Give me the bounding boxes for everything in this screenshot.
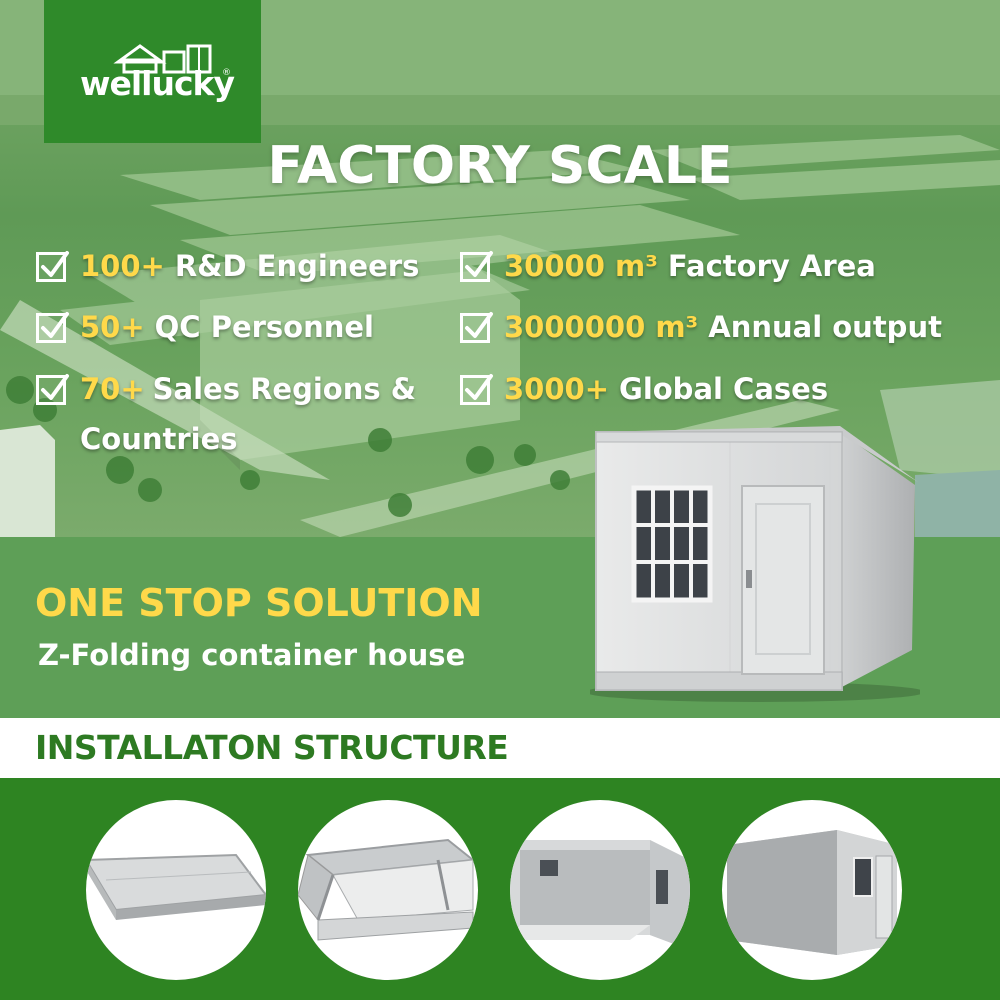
stat-label: QC Personnel	[154, 310, 374, 344]
brand-logo: wellucky ®	[44, 0, 261, 143]
install-step-unfolding-frame	[298, 800, 478, 980]
checkbox-checked-icon	[460, 251, 493, 282]
open-shell-image	[510, 840, 690, 950]
finished-house-image	[727, 830, 897, 955]
stat-rd-engineers: 100+ R&D Engineers	[36, 244, 419, 288]
stat-text: 70+Sales Regions & Countries	[80, 364, 460, 464]
install-heading: INSTALLATON STRUCTURE	[35, 728, 509, 767]
stat-annual-output: 3000000 m³ Annual output	[460, 305, 942, 349]
page-title: FACTORY SCALE	[267, 136, 733, 196]
checkbox-checked-icon	[36, 374, 69, 405]
factory-hero: wellucky ® FACTORY SCALE 100+ R&D Engine…	[0, 0, 1000, 537]
stat-qc-personnel: 50+ QC Personnel	[36, 305, 374, 349]
stat-value: 3000000 m³	[504, 310, 699, 344]
stat-label: Factory Area	[667, 249, 876, 283]
brand-name: wellucky	[80, 64, 235, 103]
registered-mark: ®	[222, 68, 231, 78]
stat-label: Sales Regions & Countries	[80, 372, 416, 456]
stat-value: 3000+	[504, 372, 610, 406]
checkbox-checked-icon	[36, 312, 69, 343]
solution-subtitle: Z-Folding container house	[38, 638, 466, 672]
folded-panel-image	[86, 853, 266, 920]
solution-headline: ONE STOP SOLUTION	[35, 581, 483, 625]
stat-sales-regions: 70+Sales Regions & Countries	[36, 367, 460, 464]
stat-factory-area: 30000 m³ Factory Area	[460, 244, 876, 288]
stat-label: R&D Engineers	[174, 249, 420, 283]
stat-global-cases: 3000+ Global Cases	[460, 367, 828, 411]
stat-label: Annual output	[708, 310, 942, 344]
install-step-finished-house	[722, 800, 902, 980]
checkbox-checked-icon	[460, 312, 493, 343]
checkbox-checked-icon	[460, 374, 493, 405]
stat-label: Global Cases	[619, 372, 829, 406]
factory-aerial-image	[0, 0, 1000, 537]
checkbox-checked-icon	[36, 251, 69, 282]
stat-value: 100+	[80, 249, 165, 283]
stat-value: 70+	[80, 372, 145, 406]
stat-value: 50+	[80, 310, 145, 344]
install-step-folded-panel	[86, 800, 266, 980]
container-house-image	[590, 426, 920, 702]
unfolding-frame-image	[298, 838, 476, 941]
stat-value: 30000 m³	[504, 249, 658, 283]
house-logo-icon	[113, 44, 212, 74]
install-step-open-shell	[510, 800, 690, 980]
